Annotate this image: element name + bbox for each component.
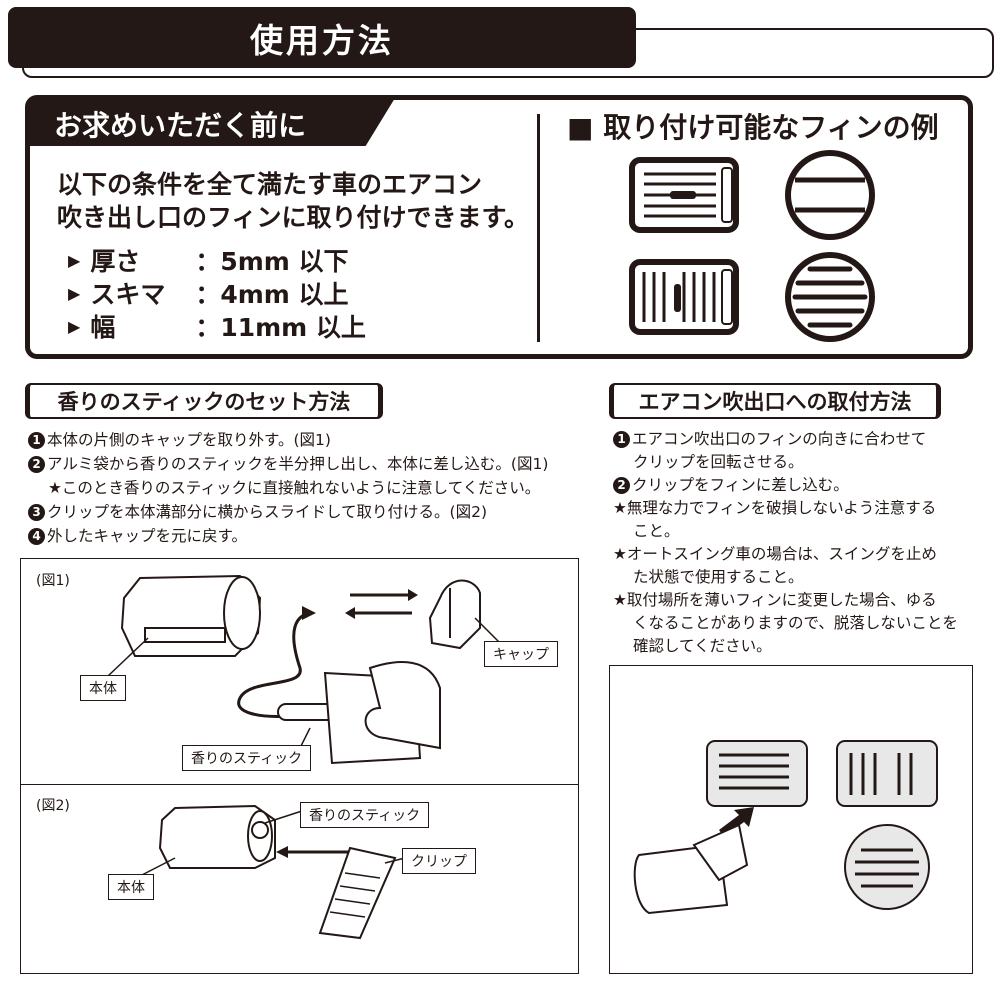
condition-value: ：5mm 以下: [195, 247, 349, 276]
step-text: クリップをフィンに差し込む。: [632, 476, 849, 494]
mount-heading: エアコン吹出口への取付方法: [609, 383, 941, 419]
step-number-icon: 2: [613, 477, 630, 494]
figure2-label: (図2): [36, 798, 70, 814]
step-text: アルミ袋から香りのスティックを半分押し出し、本体に差し込む。(図1): [47, 455, 549, 473]
callout-stick: 香りのスティック: [182, 745, 312, 771]
condition-value: ：11mm 以上: [195, 313, 366, 342]
fin-examples-icons: [629, 150, 875, 342]
condition-item: ▶ 厚さ ：5mm 以下: [68, 242, 349, 278]
horizontal-vent-illustration: [706, 740, 808, 807]
fragrance-device-illustration: [633, 823, 749, 915]
vertical-rect-vent-icon: [629, 259, 739, 335]
callout-cap: キャップ: [484, 641, 558, 667]
condition-key: 厚さ: [90, 247, 141, 276]
step-text: エアコン吹出口のフィンの向きに合わせて: [632, 430, 927, 448]
triangle-bullet-icon: ▶: [68, 250, 81, 270]
step-number-icon: 1: [28, 432, 45, 449]
requirements-line: 吹き出し口のフィンに取り付けできます。: [57, 203, 530, 232]
step-item: こと。: [613, 520, 958, 543]
step-text: こと。: [633, 522, 680, 540]
step-text: ★無理な力でフィンを破損しないよう注意する: [613, 499, 937, 517]
attach-arrows-icon: [350, 593, 412, 615]
condition-item: ▶ 幅 ：11mm 以上: [68, 308, 366, 344]
callout-body: 本体: [80, 675, 126, 701]
cap-illustration: [428, 579, 481, 650]
requirements-line: 以下の条件を全て満たす車のエアコン: [57, 170, 483, 199]
condition-key: スキマ: [90, 280, 166, 309]
callout-stick-fig2: 香りのスティック: [300, 802, 430, 828]
step-text: クリップを回転させる。: [633, 453, 804, 471]
step-text: くなることがありますので、脱落しないことを: [633, 614, 958, 632]
callout-body-fig2: 本体: [108, 874, 154, 900]
condition-value: ：4mm 以上: [195, 280, 349, 309]
round-vent-illustration: [844, 824, 930, 910]
triangle-bullet-icon: ▶: [68, 283, 81, 303]
round-vent-two-fins-icon: [785, 150, 875, 240]
step-item: ★取付場所を薄いフィンに変更した場合、ゆる: [613, 589, 958, 612]
page-title: 使用方法: [8, 7, 636, 68]
step-item: た状態で使用すること。: [613, 566, 958, 589]
requirements-tab: お求めいただく前に: [28, 98, 395, 146]
fin-examples-title: ■ 取り付け可能なフィンの例: [567, 111, 939, 144]
divider: [537, 114, 540, 342]
round-vent-multi-fins-icon: [785, 252, 875, 342]
leader-lines: [107, 617, 501, 877]
step-number-icon: 3: [28, 504, 45, 521]
setup-illustration: [107, 574, 501, 940]
step-text: ★オートスイング車の場合は、スイングを止め: [613, 545, 937, 563]
device-body-illustration: [120, 574, 262, 657]
step-item: くなることがありますので、脱落しないことを: [613, 612, 958, 635]
figure-box-left: [20, 558, 579, 974]
step-text: ★取付場所を薄いフィンに変更した場合、ゆる: [613, 591, 937, 609]
step-item: 確認してください。: [613, 635, 958, 658]
step-text: た状態で使用すること。: [633, 568, 804, 586]
step-number-icon: 2: [28, 456, 45, 473]
insert-path-arrow: [237, 611, 311, 718]
stick-setup-heading: 香りのスティックのセット方法: [25, 383, 383, 419]
horizontal-rect-vent-icon: [629, 157, 739, 233]
triangle-bullet-icon: ▶: [68, 316, 81, 336]
step-item: ★無理な力でフィンを破損しないよう注意する: [613, 497, 958, 520]
step-text: 本体の片側のキャップを取り外す。(図1): [47, 431, 331, 449]
step-text: クリップを本体溝部分に横からスライドして取り付ける。(図2): [47, 503, 487, 521]
vertical-vent-illustration: [836, 740, 938, 807]
hand-illustration: [277, 661, 441, 765]
figure-divider: [21, 784, 578, 785]
callout-clip: クリップ: [402, 848, 476, 874]
step-number-icon: 4: [28, 528, 45, 545]
step-item: ★このとき香りのスティックに直接触れないように注意してください。: [28, 476, 548, 500]
figure-box-right: [609, 665, 973, 974]
step-text: ★このとき香りのスティックに直接触れないように注意してください。: [48, 479, 541, 497]
condition-item: ▶ スキマ ：4mm 以上: [68, 275, 349, 311]
device-body-fig2-illustration: [158, 804, 276, 869]
step-item: ★オートスイング車の場合は、スイングを止め: [613, 543, 958, 566]
mount-illustration: [633, 740, 938, 915]
clip-illustration: [318, 846, 397, 940]
condition-key: 幅: [90, 313, 116, 342]
step-number-icon: 1: [613, 431, 630, 448]
figure1-label: (図1): [36, 573, 70, 589]
step-text: 外したキャップを元に戻す。: [47, 527, 247, 545]
step-text: 確認してください。: [633, 637, 772, 655]
requirements-box: [25, 95, 973, 359]
step-item: クリップを回転させる。: [613, 451, 958, 474]
